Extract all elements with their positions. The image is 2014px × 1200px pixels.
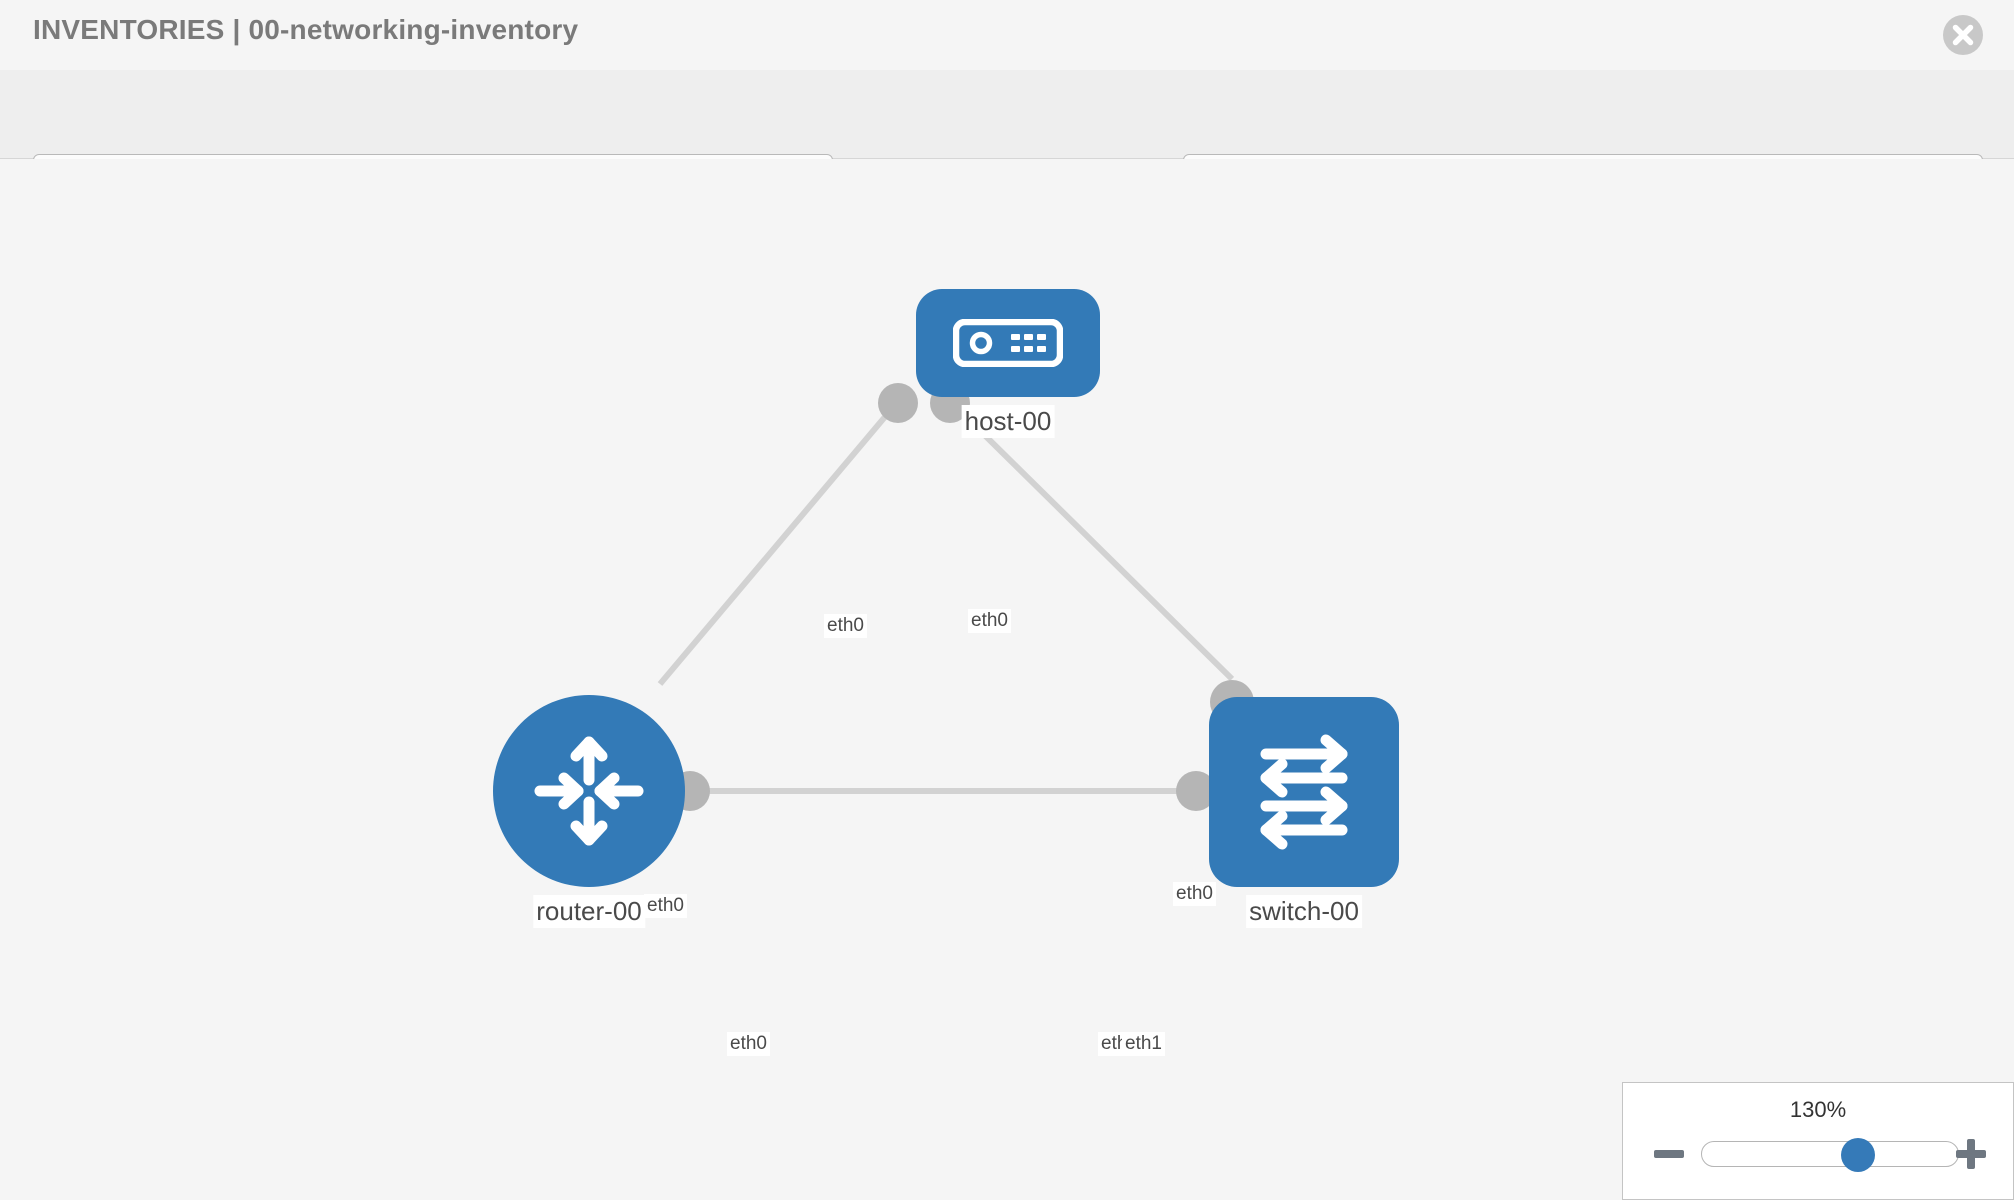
interface-label-switch00-host00: eth0 (1173, 882, 1216, 906)
node-switch-00[interactable]: switch-00 (1209, 697, 1399, 928)
page-title: INVENTORIES | 00-networking-inventory (33, 14, 579, 45)
node-host-00-label: host-00 (961, 405, 1055, 438)
node-router-00-label: router-00 (533, 895, 645, 928)
router-arrows-icon (534, 736, 644, 846)
zoom-out-button[interactable] (1651, 1133, 1687, 1175)
page-header: INVENTORIES | 00-networking-inventory (0, 0, 2014, 70)
interface-label-host00-switch00: eth0 (968, 609, 1011, 633)
node-router-00-shape[interactable] (493, 695, 685, 887)
node-host-00-shape[interactable] (916, 289, 1100, 397)
zoom-level-value: 130% (1789, 1097, 1847, 1122)
zoom-slider-row (1623, 1133, 2014, 1175)
node-switch-00-shape[interactable] (1209, 697, 1399, 887)
zoom-slider-thumb[interactable] (1841, 1138, 1875, 1172)
interface-label-host00-router00: eth0 (824, 614, 867, 638)
zoom-in-button[interactable] (1953, 1133, 1989, 1175)
link-host00-switch00[interactable] (945, 396, 1235, 682)
close-icon[interactable] (1943, 15, 1983, 55)
interface-label-router00-switch00: eth0 (727, 1032, 770, 1056)
toolbar: ACTIONS SEARCH (0, 70, 2014, 209)
node-switch-00-label: switch-00 (1246, 895, 1362, 928)
zoom-control-panel: 130% (1622, 1082, 2014, 1200)
link-host00-router00[interactable] (657, 397, 903, 686)
node-router-00[interactable]: router-00 (493, 695, 685, 928)
interface-marker[interactable] (1176, 771, 1216, 811)
zoom-slider-track[interactable] (1701, 1138, 1959, 1172)
switch-arrows-icon (1260, 734, 1348, 850)
interface-label-switch00-eth1: eth1 (1122, 1032, 1165, 1056)
node-host-00[interactable]: host-00 (916, 289, 1100, 438)
network-graph: host-00 (0, 159, 2014, 1200)
interface-label-router00-host00: eth0 (644, 894, 687, 918)
interface-marker[interactable] (878, 383, 918, 423)
server-appliance-icon (953, 319, 1063, 367)
topology-canvas[interactable]: host-00 (0, 159, 2014, 1200)
